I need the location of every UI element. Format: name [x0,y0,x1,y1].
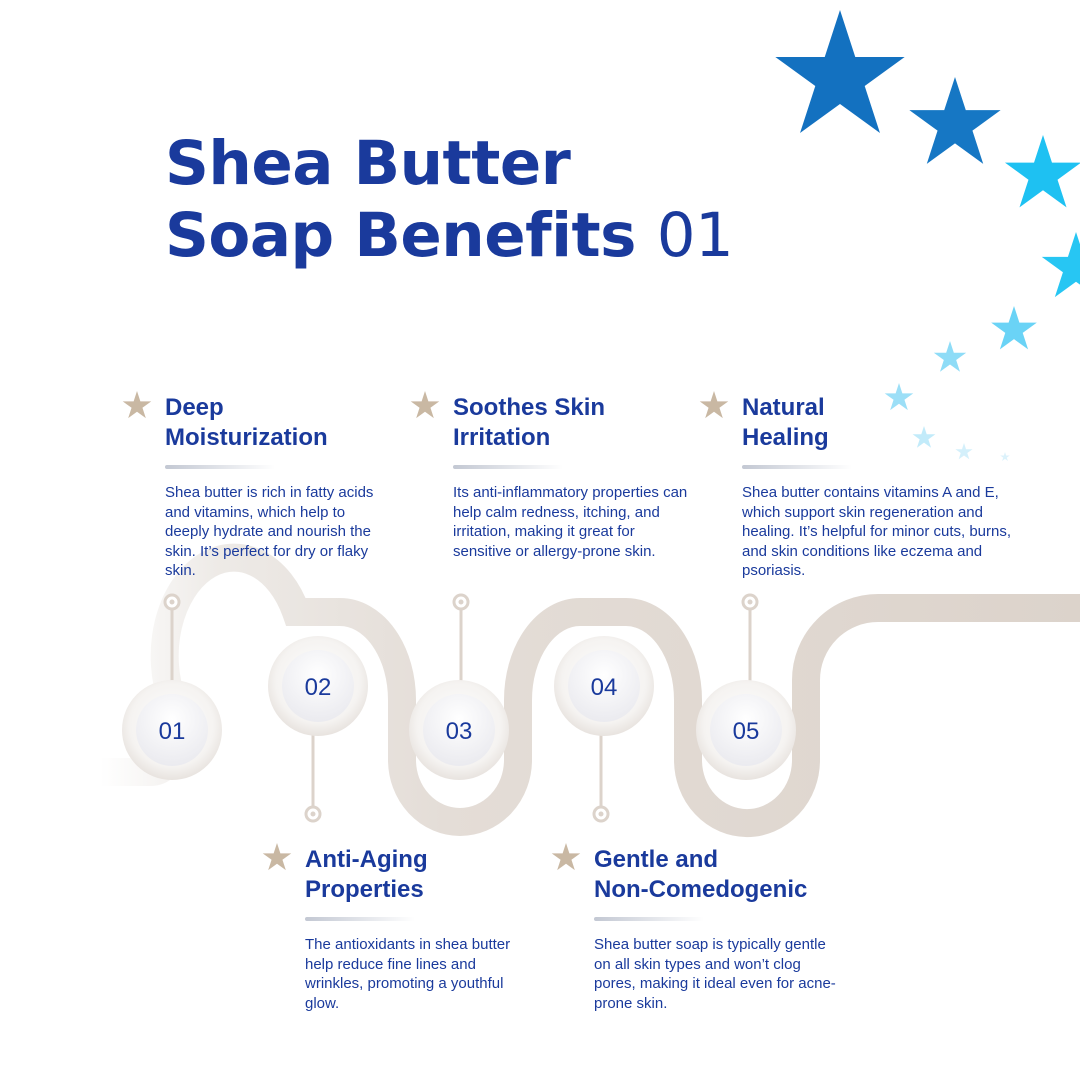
step-number: 02 [305,674,332,701]
divider [594,917,704,921]
title-line-2: Soap Benefits 01 [165,200,734,272]
title-line-1: Shea Butter [165,128,571,199]
divider [742,465,852,469]
title-number: 01 [656,200,734,271]
benefit-description: Shea butter contains vitamins A and E, w… [742,484,1012,579]
benefit-description: Shea butter is rich in fatty acids and v… [165,484,374,579]
step-circle: 05 [696,680,796,780]
step-circle: 03 [409,680,509,780]
benefit-description: Shea butter soap is typically gentle on … [594,936,836,1012]
step-number: 01 [159,718,186,745]
title-text: Soap Benefits [165,200,637,271]
benefit-description: Its anti-inflammatory properties can hel… [453,484,688,560]
step-circle: 04 [554,636,654,736]
divider [305,917,415,921]
step-number: 05 [733,718,760,745]
step-number: 03 [446,718,473,745]
star-icon [122,391,152,419]
divider [453,465,563,469]
star-icon [699,391,729,419]
divider [165,465,275,469]
star-icon [262,843,292,871]
step-circle: 02 [268,636,368,736]
benefit-description: The antioxidants in shea butter help red… [305,936,511,1012]
page-title: Shea Butter Soap Benefits 01 [165,128,734,272]
star-icon [551,843,581,871]
step-number: 04 [591,674,618,701]
step-circle: 01 [122,680,222,780]
timeline-track [86,543,1080,838]
star-icon [410,391,440,419]
